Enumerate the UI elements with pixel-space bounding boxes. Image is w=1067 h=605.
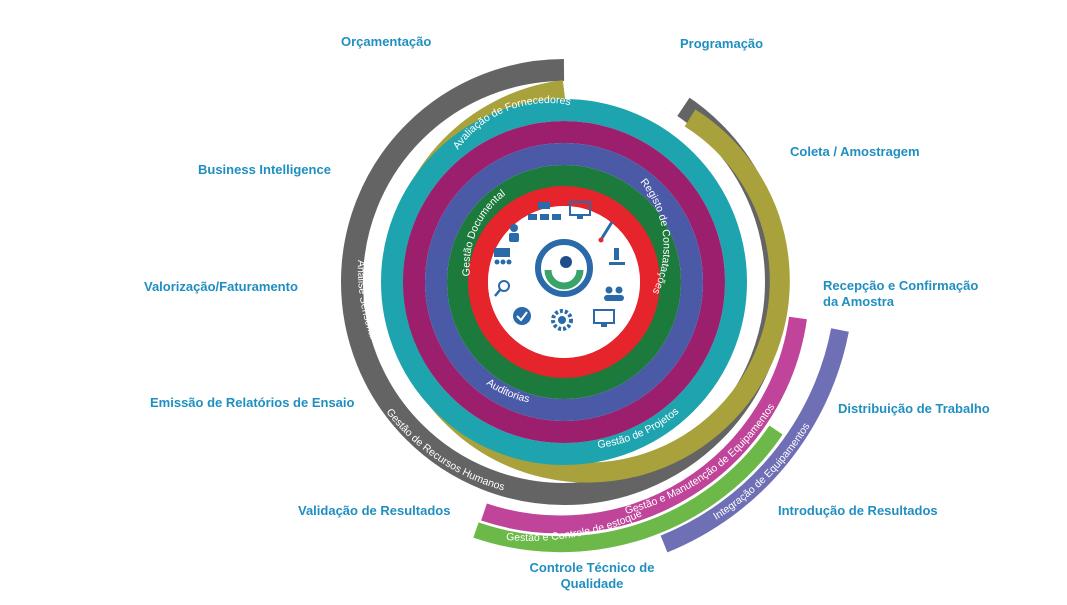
gear-icon — [551, 309, 573, 331]
ring-red — [468, 186, 660, 378]
logo-icon — [535, 239, 593, 297]
label-coleta: Coleta / Amostragem — [790, 144, 920, 159]
label-validacao: Validação de Resultados — [298, 503, 451, 518]
ring-gray-gap — [563, 57, 691, 117]
monitor-icon — [569, 201, 591, 219]
label-distribuicao: Distribuição de Trabalho — [838, 401, 990, 416]
label-valorizacao: Valorização/Faturamento — [144, 279, 298, 294]
label-emissao: Emissão de Relatórios de Ensaio — [150, 395, 355, 410]
label-introducao: Introdução de Resultados — [778, 503, 938, 518]
arc-light-green — [473, 425, 783, 553]
check-icon — [513, 307, 531, 325]
arc-magenta — [481, 316, 807, 534]
org-chart-icon — [528, 202, 561, 220]
ring-green — [447, 165, 681, 399]
label-controle-tecnico: Controle Técnico de Qualidade — [529, 560, 655, 591]
label-orcamentacao: Orçamentação — [341, 34, 432, 49]
ring-purple — [403, 121, 725, 443]
center-icons — [494, 201, 625, 331]
pipette-icon — [598, 221, 614, 243]
team-icon — [604, 286, 624, 301]
microscope-icon — [609, 248, 625, 265]
ring-blue — [425, 143, 703, 421]
meeting-icon — [494, 248, 512, 265]
ring-teal — [381, 99, 747, 465]
search-icon — [494, 280, 510, 297]
people-icon — [509, 224, 519, 242]
label-business-intelligence: Business Intelligence — [198, 162, 331, 177]
label-recepcao: Recepção e Confirmação da Amostra — [823, 278, 979, 309]
arc-violet — [660, 328, 849, 553]
monitor-chart-icon — [593, 309, 615, 327]
label-programacao: Programação — [680, 36, 764, 51]
